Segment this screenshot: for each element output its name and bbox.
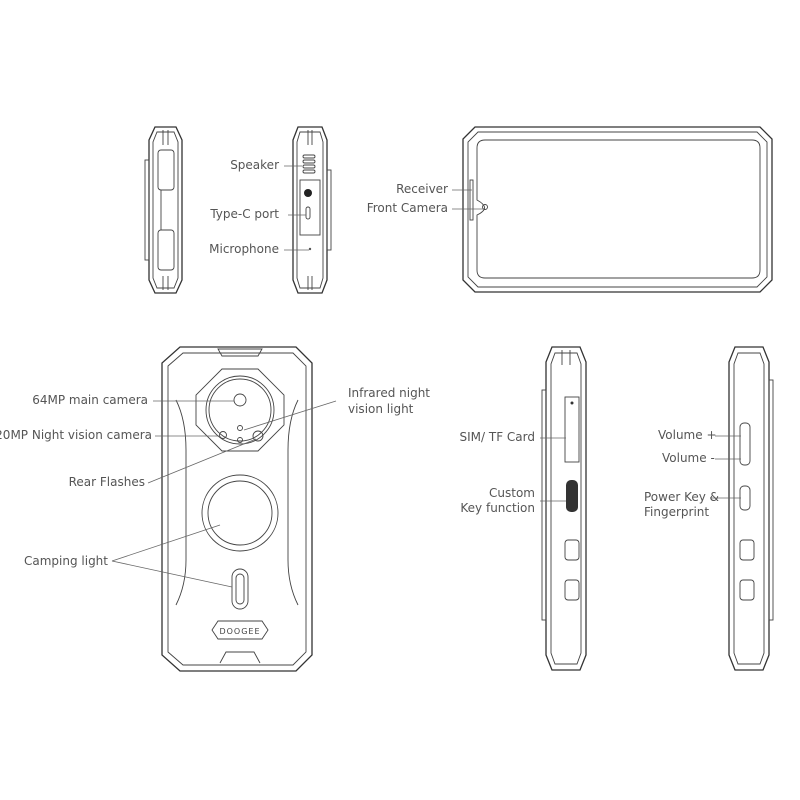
receiver-icon xyxy=(469,179,474,221)
sim-tray-icon xyxy=(564,396,580,463)
phone-bottom-edge-view xyxy=(292,126,332,294)
label-speaker: Speaker xyxy=(230,158,279,172)
label-type-c-port: Type-C port xyxy=(210,207,279,221)
phone-back-view: DOOGEE xyxy=(161,346,313,672)
front-camera-icon xyxy=(482,204,488,210)
custom-key-icon xyxy=(566,480,578,512)
label-volume-down: Volume - xyxy=(662,451,715,465)
label-night-camera: 20MP Night vision camera xyxy=(0,428,152,442)
night-camera-icon xyxy=(219,431,227,439)
label-power-line1: Power Key & xyxy=(644,490,720,504)
type-c-port-icon xyxy=(305,206,311,220)
infrared-light-icon xyxy=(252,430,264,442)
flash-icon xyxy=(237,437,243,443)
label-receiver: Receiver xyxy=(396,182,448,196)
label-microphone: Microphone xyxy=(209,242,279,256)
phone-right-side-view xyxy=(728,346,774,671)
label-infrared-line2: vision light xyxy=(348,402,414,416)
camping-light-strip xyxy=(231,568,249,610)
microphone-hole-icon xyxy=(308,247,312,251)
label-infrared-line1: Infrared night xyxy=(348,386,431,400)
label-volume-up: Volume + xyxy=(658,428,717,442)
type-c-plug-icon xyxy=(304,189,312,197)
speaker-grille-icon xyxy=(302,154,316,174)
label-sim-tf-card: SIM/ TF Card xyxy=(459,430,536,444)
phone-front-view xyxy=(462,126,773,293)
label-rear-flashes: Rear Flashes xyxy=(68,475,145,489)
phone-left-side-view xyxy=(541,346,587,671)
label-custom-line2: Key function xyxy=(460,501,535,515)
label-camping-light: Camping light xyxy=(23,554,108,568)
camping-light-ring xyxy=(207,480,273,546)
label-front-camera: Front Camera xyxy=(366,201,448,215)
flash-icon xyxy=(237,425,243,431)
volume-key-icon xyxy=(739,422,751,466)
svg-text:DOOGEE: DOOGEE xyxy=(219,627,260,636)
label-custom-line1: Custom xyxy=(489,486,535,500)
label-main-camera: 64MP main camera xyxy=(32,393,148,407)
logo-badge xyxy=(211,620,269,640)
main-camera-icon xyxy=(233,393,247,407)
phone-top-edge-view xyxy=(144,126,183,294)
label-power-line2: Fingerprint xyxy=(644,505,710,519)
